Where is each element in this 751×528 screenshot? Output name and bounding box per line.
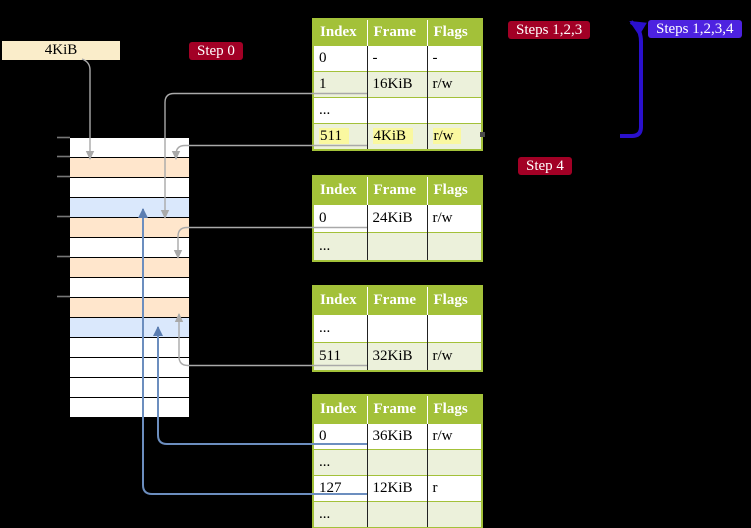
table-cell: 0 [313, 423, 368, 450]
memory-frame-row-white [70, 338, 189, 358]
column-header: Flags [427, 19, 482, 46]
table-cell: 511 [313, 123, 368, 150]
table-cell: 0 [313, 204, 368, 233]
memory-frame-row-peach [70, 218, 189, 238]
table-cell: ... [313, 449, 368, 476]
table-cell: 32KiB [367, 342, 428, 371]
highlighted-value: 4KiB [372, 128, 414, 144]
table-cell [427, 232, 482, 261]
table-cell: 1 [313, 71, 368, 98]
table-cell [427, 314, 482, 343]
table-cell [427, 501, 482, 528]
memory-frame-row-peach [70, 158, 189, 178]
table-row: 0-- [313, 45, 482, 72]
table-cell [367, 97, 428, 124]
memory-frame-row-white [70, 178, 189, 198]
column-header: Flags [427, 395, 482, 424]
table-cell: 0 [313, 45, 368, 72]
table-cell: r/w [427, 71, 482, 98]
step4-badge: Step 4 [518, 157, 572, 175]
column-header: Frame [367, 286, 428, 315]
table-cell [427, 449, 482, 476]
table-cell: 4KiB [367, 123, 428, 150]
table-cell: 511 [313, 342, 368, 371]
step0-badge: Step 0 [189, 42, 243, 60]
column-header: Flags [427, 176, 482, 205]
page-size-label: 4KiB [2, 41, 120, 60]
table-cell: ... [313, 97, 368, 124]
table-cell [367, 449, 428, 476]
table-cell [427, 97, 482, 124]
table-row: ... [313, 97, 482, 124]
table-cell: 36KiB [367, 423, 428, 450]
column-header: Frame [367, 176, 428, 205]
column-header: Index [313, 19, 368, 46]
memory-frame-row-white [70, 358, 189, 378]
memory-frame-row-white [70, 378, 189, 398]
column-header: Index [313, 395, 368, 424]
table-cell: - [427, 45, 482, 72]
table-cell: 16KiB [367, 71, 428, 98]
highlighted-value: 511 [319, 128, 349, 144]
column-header: Frame [367, 19, 428, 46]
table-cell: r/w [427, 204, 482, 233]
column-header: Frame [367, 395, 428, 424]
steps123-badge: Steps 1,2,3 [508, 21, 591, 39]
table-cell [367, 501, 428, 528]
column-header: Index [313, 286, 368, 315]
table-cell: r [427, 475, 482, 502]
physical-memory-column [70, 137, 189, 418]
memory-frame-row-white [70, 398, 189, 418]
table-cell: r/w [427, 423, 482, 450]
table-cell [367, 232, 428, 261]
table-cell: ... [313, 232, 368, 261]
table-row: ... [313, 314, 482, 343]
column-header: Flags [427, 286, 482, 315]
table-row: ... [313, 449, 482, 476]
memory-frame-row-peach [70, 258, 189, 278]
table-row: 511 4KiB r/w [313, 123, 482, 150]
memory-frame-row-white [70, 278, 189, 298]
table-cell: 24KiB [367, 204, 428, 233]
table-cell: r/w [427, 123, 482, 150]
column-header: Index [313, 176, 368, 205]
table-cell: 12KiB [367, 475, 428, 502]
memory-frame-row-white [70, 238, 189, 258]
table-cell: 127 [313, 475, 368, 502]
table-cell: - [367, 45, 428, 72]
table-row: ... [313, 501, 482, 528]
loop-arrow-back-to-top [620, 20, 647, 138]
table-cell: ... [313, 314, 368, 343]
table-cell [367, 314, 428, 343]
memory-frame-row-blue [70, 198, 189, 218]
table-cell: r/w [427, 342, 482, 371]
steps1234-badge: Steps 1,2,3,4 [648, 20, 742, 38]
memory-ticks [57, 136, 70, 298]
table-row: ... [313, 232, 482, 261]
table-cell: ... [313, 501, 368, 528]
memory-frame-row-blue [70, 318, 189, 338]
memory-frame-row-white [70, 138, 189, 158]
highlighted-value: r/w [432, 128, 461, 144]
memory-frame-row-peach [70, 298, 189, 318]
